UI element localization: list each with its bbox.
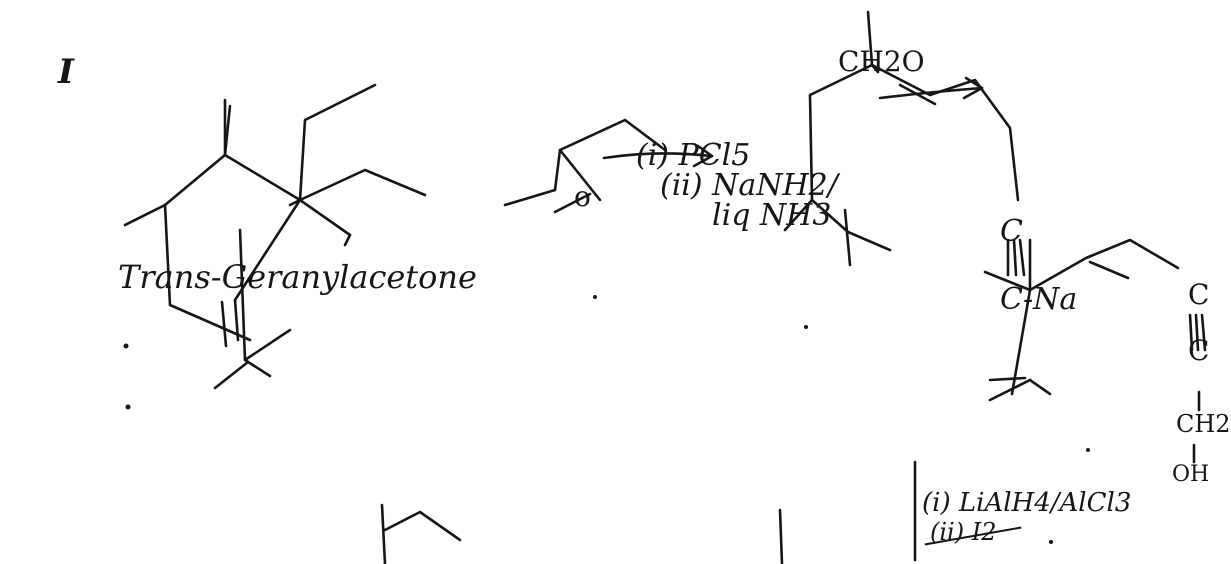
formaldehyde-label: CH2O [838, 45, 925, 78]
propargyl-oh-label: OH [1172, 462, 1210, 487]
step1-reagent-3: liq NH3 [712, 198, 832, 233]
stray-dots [123, 295, 1090, 544]
propargyl-c2-label: C [1188, 334, 1210, 367]
arrow-ch2o [878, 76, 984, 100]
arrow-step1 [602, 144, 714, 168]
acetylide-carbon-label: C [1000, 214, 1023, 249]
compound-name: Trans-Geranylacetone [118, 258, 477, 296]
propargyl-ch2-label: CH2 [1176, 410, 1231, 438]
section-label: I [58, 52, 74, 92]
propargyl-alcohol-structure [983, 238, 1207, 464]
step2-reagent-1: (i) LiAlH4/AlCl3 [922, 488, 1132, 518]
acetylide-na-label: C-Na [1000, 282, 1078, 317]
step1-reagent-1: (i) PCl5 [636, 138, 751, 173]
step1-reagent-2: (ii) NaNH2/ [660, 168, 838, 203]
partial-product-structures [380, 503, 784, 564]
propargyl-c1-label: C [1188, 278, 1210, 311]
carbonyl-oxygen-label: o [574, 180, 591, 213]
geranylacetone-structure [123, 83, 667, 390]
